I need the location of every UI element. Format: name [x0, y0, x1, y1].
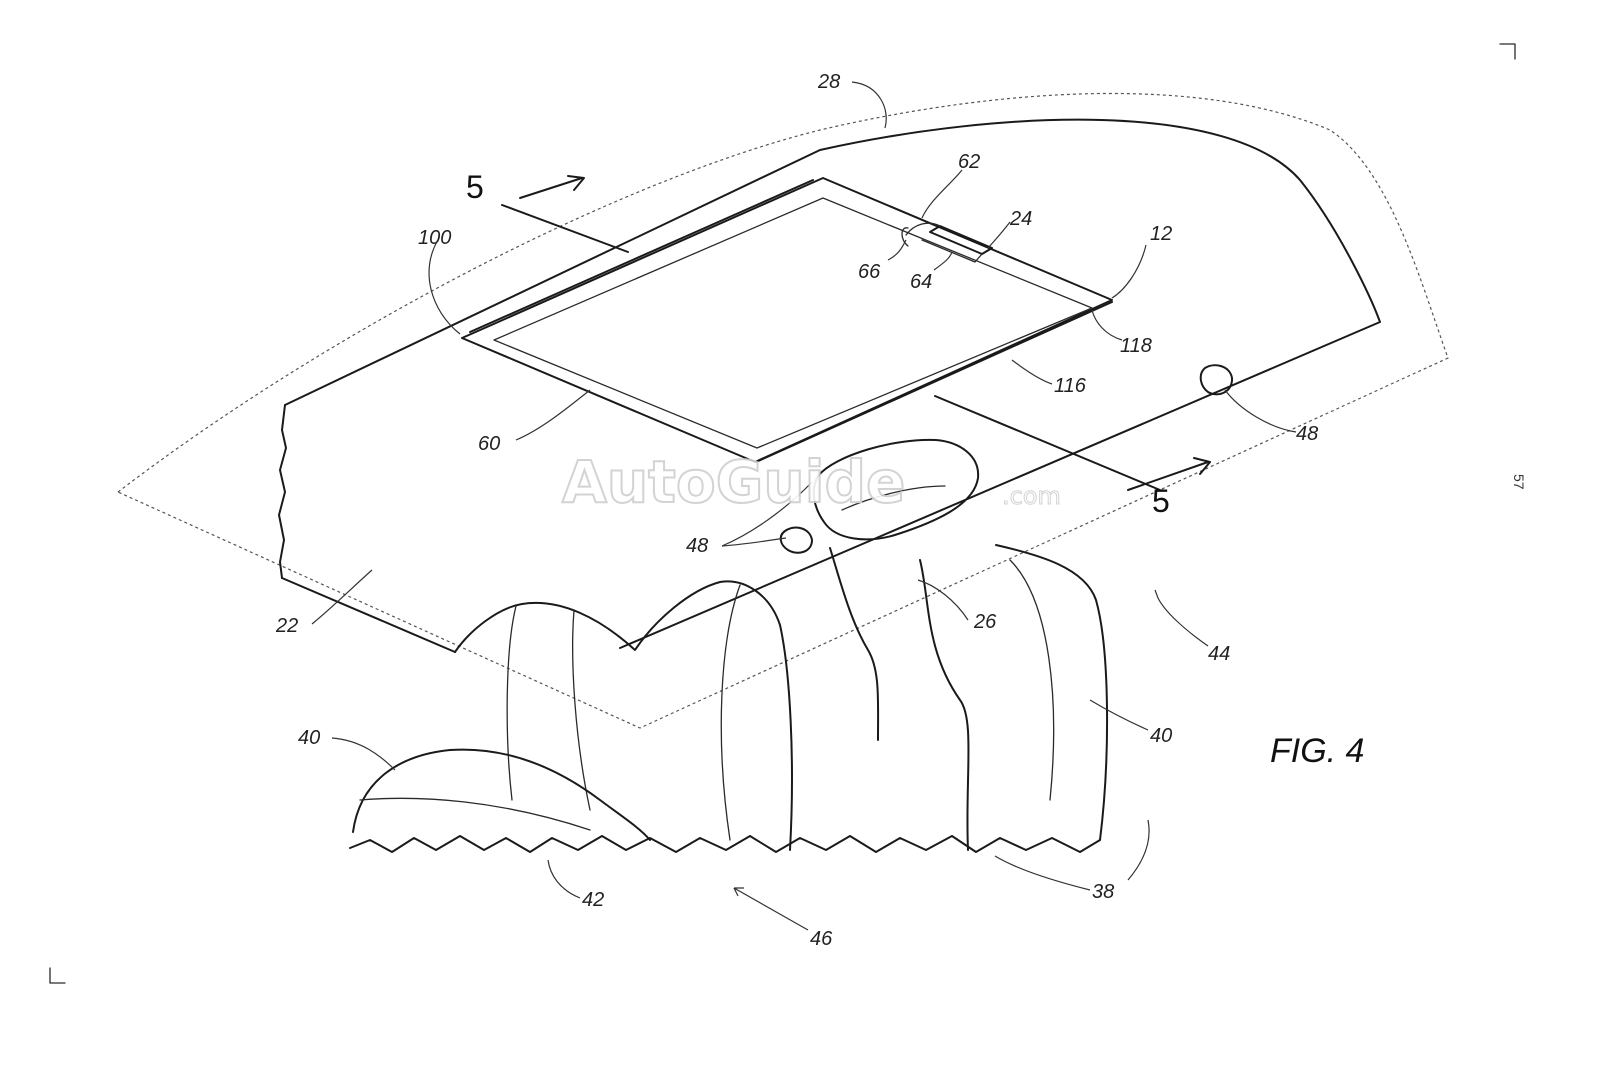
roof-front-edge [281, 577, 456, 653]
ref-66: 66 [858, 261, 881, 283]
corner-mark-top-right [1499, 43, 1516, 60]
ref-48-left: 48 [686, 535, 708, 557]
leader-118 [1091, 309, 1123, 341]
sunroof-glass-60 [493, 197, 1093, 449]
seat-cushion-crease [359, 797, 591, 831]
leader-116 [1011, 359, 1053, 385]
leader-46 [733, 887, 809, 931]
ref-60: 60 [478, 433, 500, 455]
sunroof-frame-inner-edge [469, 179, 814, 333]
seat-back-right-inner [919, 559, 970, 851]
ref-40-right: 40 [1150, 725, 1172, 747]
leader-38 [994, 855, 1091, 891]
ref-42: 42 [582, 889, 604, 911]
dome-light-48-right [1199, 364, 1234, 396]
section-line-5-bottom [934, 395, 1161, 491]
figure-label: FIG. 4 [1270, 732, 1364, 770]
leader-24 [987, 221, 1011, 249]
headrest-crease [841, 485, 946, 511]
seat-back-center [829, 547, 880, 741]
seat-contour-2 [572, 609, 591, 811]
section-arrow-5-top [519, 175, 585, 199]
section-arrow-5-bottom [1127, 457, 1211, 491]
seat-contour-4 [1009, 559, 1055, 801]
leader-44 [1154, 589, 1209, 647]
ref-38: 38 [1092, 881, 1114, 903]
section-label-top: 5 [466, 169, 484, 205]
ref-22: 22 [275, 615, 298, 637]
leader-100 [428, 239, 461, 335]
leader-60 [515, 389, 591, 441]
seat-contour-3 [720, 584, 741, 841]
leader-42 [547, 859, 581, 899]
leader-66 [887, 239, 907, 261]
ref-44: 44 [1208, 643, 1230, 665]
ref-100: 100 [418, 227, 451, 249]
leader-38-arrow [1127, 819, 1150, 881]
sunroof-frame-12 [461, 177, 1113, 463]
leader-48b [721, 481, 813, 547]
seat-back-right-40 [995, 544, 1109, 841]
leader-40a [331, 737, 396, 771]
airbag-housing-24 [929, 225, 993, 255]
leader-62 [921, 169, 963, 219]
roof-cut-edge [278, 404, 287, 579]
leader-22 [311, 569, 373, 625]
section-label-bottom: 5 [1152, 483, 1170, 519]
vehicle-outline-28 [116, 92, 1449, 729]
ref-64: 64 [910, 271, 932, 293]
dome-light-48-left [779, 526, 813, 554]
ref-24: 24 [1009, 208, 1032, 230]
leader-48a [1224, 389, 1297, 433]
seat-contour-1 [506, 605, 517, 801]
sunroof-seal-116 [755, 301, 1113, 463]
seat-cushion-40 [352, 748, 651, 841]
ref-116: 116 [1054, 375, 1087, 397]
ref-48-right: 48 [1296, 423, 1318, 445]
ref-40-left: 40 [298, 727, 320, 749]
watermark-brand: AutoGuide [562, 448, 905, 516]
headrest-26 [812, 438, 980, 541]
ref-118: 118 [1120, 335, 1152, 357]
floor-cut-line [349, 835, 1101, 853]
ref-62: 62 [958, 151, 980, 173]
airbag-housing-side [921, 239, 983, 263]
ref-28: 28 [817, 71, 840, 93]
seat-back-left [454, 580, 793, 851]
watermark-suffix: .com [1002, 482, 1061, 510]
corner-mark-bottom-left [49, 967, 66, 984]
ref-46: 46 [810, 928, 833, 950]
roof-panel-22 [284, 118, 1381, 649]
leader-12 [1111, 244, 1147, 299]
leader-40b [1089, 699, 1149, 731]
deploy-flap-66 [901, 222, 941, 247]
ref-26: 26 [973, 611, 997, 633]
leader-64 [933, 251, 953, 271]
page-number: 57 [1511, 474, 1527, 490]
leader-28 [851, 81, 887, 129]
leader-26 [917, 579, 969, 621]
section-line-5-top [501, 204, 629, 253]
ref-12: 12 [1150, 223, 1172, 245]
